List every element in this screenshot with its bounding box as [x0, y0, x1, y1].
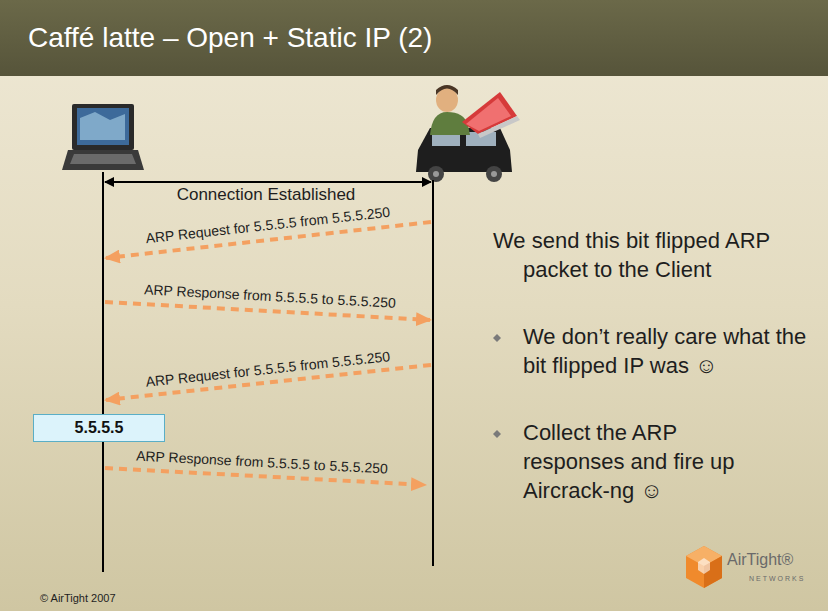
message-label: ARP Response from 5.5.5.5 to 5.5.5.250	[136, 447, 388, 476]
bullet-text: Collect the ARP responses and fire up Ai…	[523, 418, 773, 505]
lifeline	[432, 180, 434, 566]
copyright-note: © AirTight 2007	[40, 592, 116, 604]
laptop-icon	[62, 104, 144, 170]
address-text: 5.5.5.5	[75, 419, 124, 437]
message-label: ARP Request for 5.5.5.5 from 5.5.5.250	[145, 204, 391, 246]
logo-cube	[686, 546, 722, 588]
connection-label: Connection Established	[177, 185, 356, 205]
connection-arrow	[105, 181, 431, 183]
bullet	[493, 334, 501, 342]
bullet	[493, 430, 501, 438]
slide-title: Caffé latte – Open + Static IP (2)	[28, 22, 432, 54]
logo-name: AirTight®	[727, 551, 793, 569]
lifeline	[102, 172, 104, 572]
bullet-text: We don’t really care what the bit flippe…	[523, 322, 823, 380]
message-label: ARP Request for 5.5.5.5 from 5.5.5.250	[145, 348, 391, 390]
logo-subtitle: NETWORKS	[749, 575, 805, 582]
address-box: 5.5.5.5	[33, 414, 165, 442]
bullet-text: We send this bit flipped ARP packet to t…	[493, 226, 825, 284]
attacker-icon	[416, 85, 520, 182]
